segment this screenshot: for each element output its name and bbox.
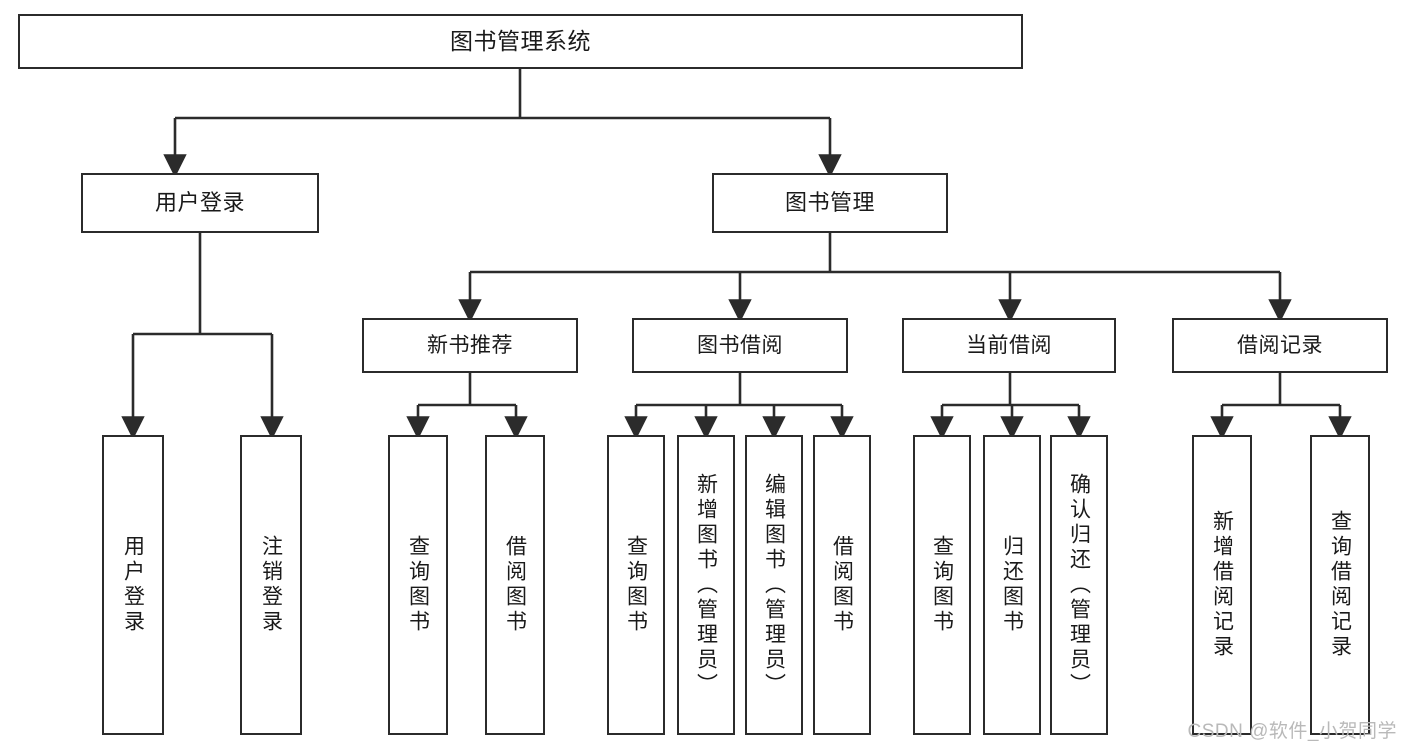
leaf-add-book-admin[interactable]: 新增图书（管理员） xyxy=(677,435,735,735)
leaf-edit-book-admin-label: 编辑图书（管理员） xyxy=(762,472,786,698)
node-user-login-label: 用户登录 xyxy=(154,189,245,215)
node-root-label: 图书管理系统 xyxy=(450,27,591,54)
node-user-login[interactable]: 用户登录 xyxy=(81,173,319,233)
node-new-book-recommend-label: 新书推荐 xyxy=(427,333,513,357)
leaf-borrow-book-label: 借阅图书 xyxy=(830,535,854,635)
leaf-return-book-label: 归还图书 xyxy=(1000,535,1024,635)
leaf-query-book-borrow[interactable]: 查询图书 xyxy=(607,435,665,735)
node-borrow-record[interactable]: 借阅记录 xyxy=(1172,318,1388,373)
node-book-management-label: 图书管理 xyxy=(784,189,875,215)
node-root[interactable]: 图书管理系统 xyxy=(18,14,1023,69)
leaf-borrow-book-newbook[interactable]: 借阅图书 xyxy=(485,435,545,735)
leaf-logout[interactable]: 注销登录 xyxy=(240,435,302,735)
leaf-add-borrow-record-label: 新增借阅记录 xyxy=(1210,510,1234,660)
node-book-management[interactable]: 图书管理 xyxy=(712,173,948,233)
leaf-add-borrow-record[interactable]: 新增借阅记录 xyxy=(1192,435,1252,735)
leaf-confirm-return-admin[interactable]: 确认归还（管理员） xyxy=(1050,435,1108,735)
leaf-user-login[interactable]: 用户登录 xyxy=(102,435,164,735)
leaf-query-book-borrow-label: 查询图书 xyxy=(624,535,648,635)
leaf-borrow-book[interactable]: 借阅图书 xyxy=(813,435,871,735)
leaf-add-book-admin-label: 新增图书（管理员） xyxy=(694,472,718,698)
node-current-borrow[interactable]: 当前借阅 xyxy=(902,318,1116,373)
leaf-edit-book-admin[interactable]: 编辑图书（管理员） xyxy=(745,435,803,735)
leaf-query-book-newbook[interactable]: 查询图书 xyxy=(388,435,448,735)
node-book-borrow[interactable]: 图书借阅 xyxy=(632,318,848,373)
leaf-borrow-book-newbook-label: 借阅图书 xyxy=(503,535,527,635)
node-current-borrow-label: 当前借阅 xyxy=(966,333,1052,357)
csdn-watermark: CSDN @软件_小贺同学 xyxy=(1187,721,1397,742)
leaf-query-book-current[interactable]: 查询图书 xyxy=(913,435,971,735)
node-book-borrow-label: 图书借阅 xyxy=(697,333,783,357)
leaf-query-borrow-record[interactable]: 查询借阅记录 xyxy=(1310,435,1370,735)
leaf-user-login-label: 用户登录 xyxy=(121,535,145,635)
leaf-query-borrow-record-label: 查询借阅记录 xyxy=(1328,510,1352,660)
node-borrow-record-label: 借阅记录 xyxy=(1237,333,1323,357)
leaf-return-book[interactable]: 归还图书 xyxy=(983,435,1041,735)
leaf-logout-label: 注销登录 xyxy=(259,535,283,635)
leaf-confirm-return-admin-label: 确认归还（管理员） xyxy=(1067,472,1091,698)
leaf-query-book-current-label: 查询图书 xyxy=(930,535,954,635)
leaf-query-book-newbook-label: 查询图书 xyxy=(406,535,430,635)
node-new-book-recommend[interactable]: 新书推荐 xyxy=(362,318,578,373)
